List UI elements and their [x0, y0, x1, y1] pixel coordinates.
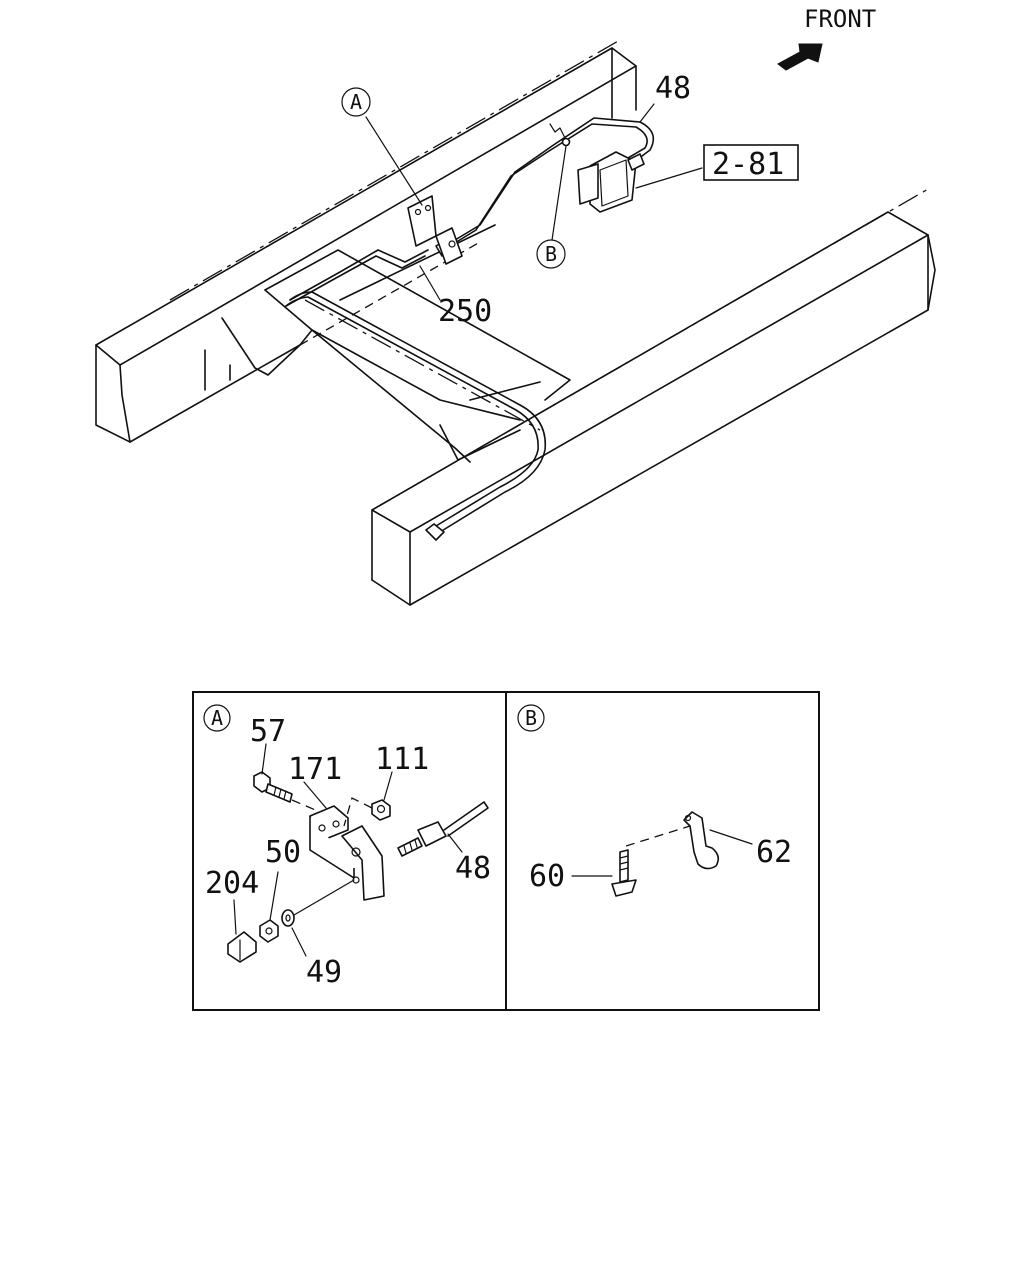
tube-48: [397, 801, 489, 857]
callout-nut-111: 111: [375, 742, 429, 777]
callout-clamp-62: 62: [756, 835, 792, 870]
front-label: FRONT: [804, 5, 876, 33]
detail-a-panel: A: [203, 704, 491, 990]
detail-a-label: A: [211, 706, 223, 730]
detail-b-marker-label: B: [545, 242, 557, 266]
detail-b-panel: B 60 62: [517, 704, 792, 897]
sleeve-204: [227, 931, 257, 963]
valve-unit: [577, 151, 645, 213]
main-callouts: A B 48 2-81 250: [341, 71, 799, 329]
clip-b: [549, 123, 571, 147]
detail-b-label-circle: [517, 704, 545, 732]
callout-tube-48-detail: 48: [455, 851, 491, 886]
nut-50: [259, 919, 279, 943]
callout-clip-250: 250: [438, 294, 492, 329]
bracket-a: [407, 195, 463, 265]
callout-nut-50: 50: [265, 835, 301, 870]
callout-bolt-57: 57: [250, 714, 286, 749]
detail-b-label: B: [525, 706, 537, 730]
callout-sleeve-204: 204: [205, 866, 259, 901]
washer-49: [281, 909, 295, 927]
detail-b-marker: [536, 239, 566, 269]
detail-a-label-circle: [203, 704, 231, 732]
detail-a-marker-label: A: [350, 90, 362, 114]
callout-screw-60: 60: [529, 859, 565, 894]
nut-111: [371, 799, 391, 821]
reference-box: [703, 144, 799, 181]
callout-washer-49: 49: [306, 955, 342, 990]
callout-tube-48: 48: [655, 71, 691, 106]
main-leaders: [365, 103, 703, 301]
screw-60: [611, 849, 637, 897]
bracket-171: [309, 805, 385, 901]
detail-a-marker: [341, 87, 371, 117]
front-arrow-icon: [777, 43, 823, 71]
callout-bracket-171: 171: [288, 752, 342, 787]
callout-reference-2-81: 2-81: [712, 147, 784, 182]
detail-panels: [192, 691, 820, 1011]
clamp-62: [683, 811, 720, 870]
front-indicator: FRONT: [777, 5, 876, 71]
bolt-57: [253, 771, 293, 803]
frame-rails: [95, 39, 936, 606]
